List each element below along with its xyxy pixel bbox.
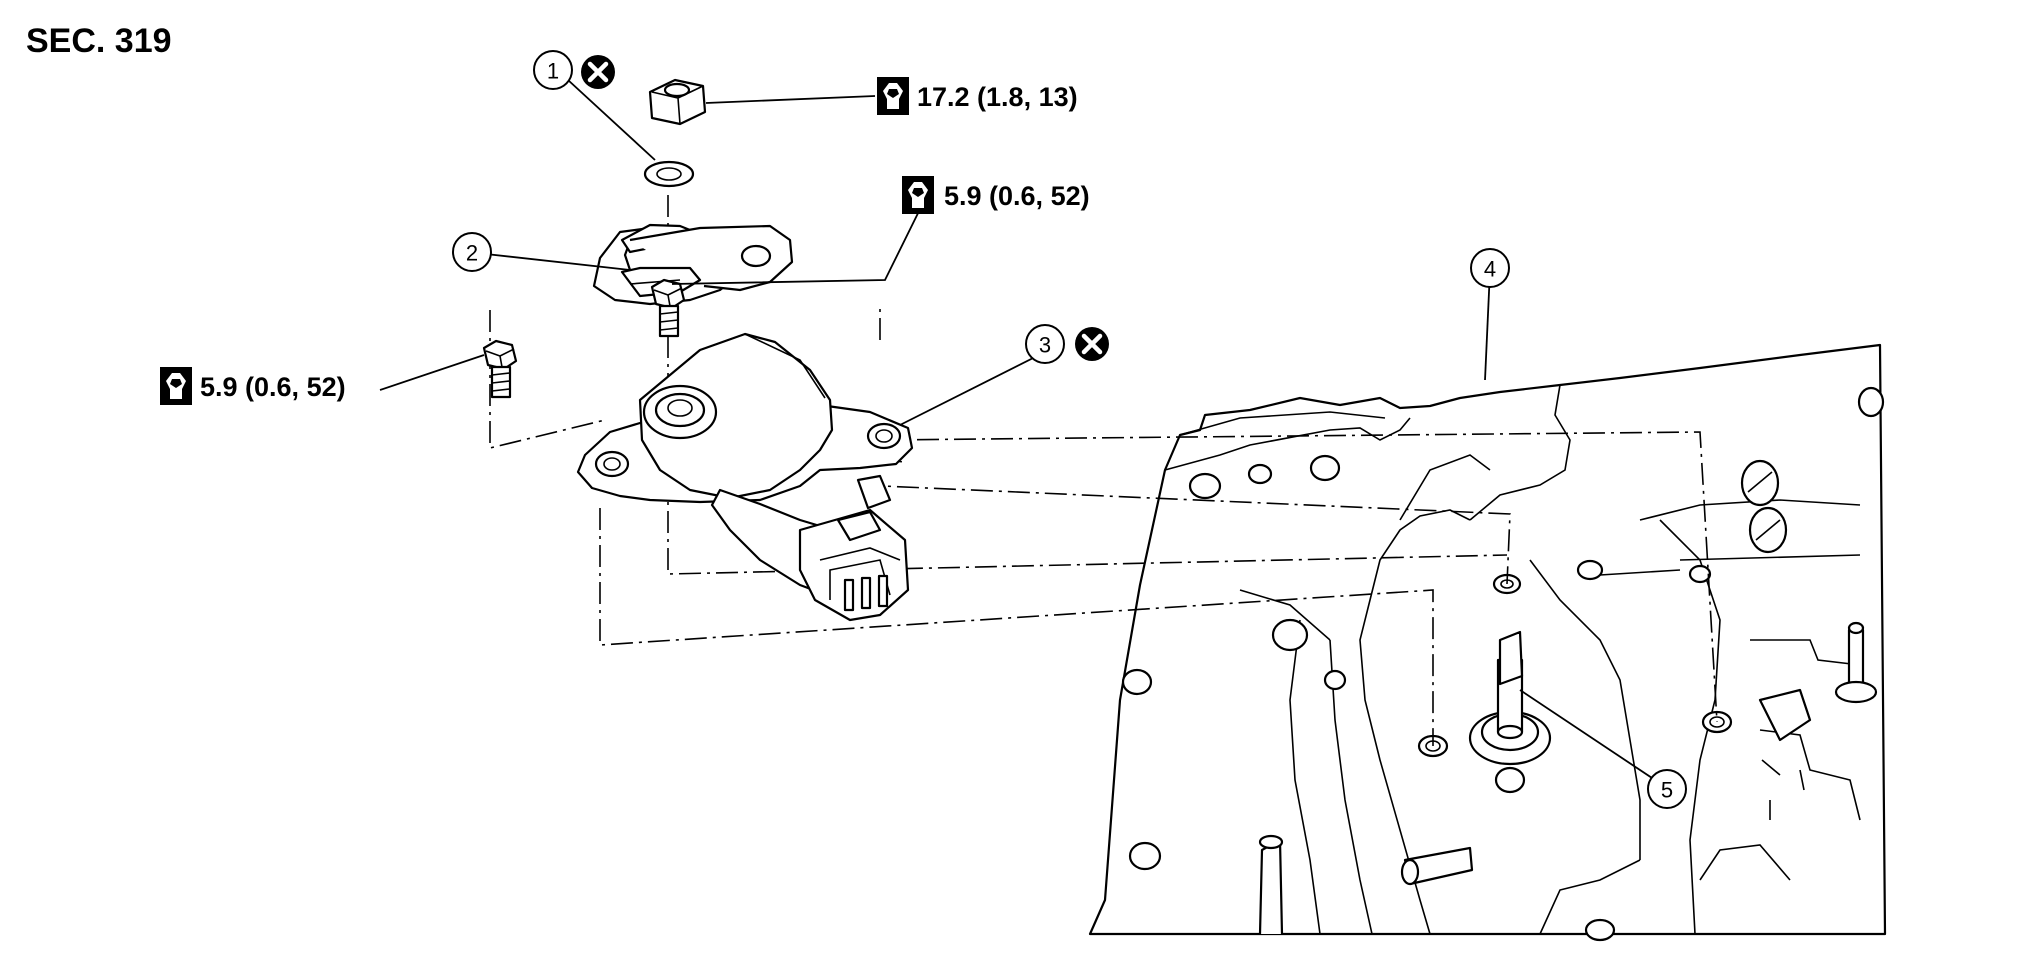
callout-4: 4 xyxy=(1470,248,1510,288)
do-not-reuse-icon xyxy=(1075,327,1109,361)
torque-wrench-icon xyxy=(160,367,192,405)
torque-wrench-icon xyxy=(877,77,909,115)
callout-1: 1 xyxy=(533,50,615,89)
callout-5: 5 xyxy=(1647,769,1687,809)
callout-4-label: 4 xyxy=(1484,257,1496,282)
manual-lever xyxy=(592,223,794,306)
bolt-left xyxy=(482,339,518,399)
torque-value-nut: 17.2 (1.8, 13) xyxy=(917,82,1078,112)
callout-1-label: 1 xyxy=(547,59,559,84)
torque-wrench-icon xyxy=(902,176,934,214)
callout-3: 3 xyxy=(1025,324,1109,364)
torque-value-bolt-right: 5.9 (0.6, 52) xyxy=(944,181,1090,211)
torque-value-bolt-left: 5.9 (0.6, 52) xyxy=(200,372,346,402)
callout-5-label: 5 xyxy=(1661,778,1673,803)
bolt-right xyxy=(650,278,686,338)
callout-2: 2 xyxy=(452,232,492,272)
nut xyxy=(648,78,707,126)
callout-2-label: 2 xyxy=(466,241,478,266)
washer xyxy=(643,160,695,188)
torque-spec-nut: 17.2 (1.8, 13) xyxy=(877,77,1078,115)
pnp-switch xyxy=(576,332,914,622)
torque-spec-bolt-left: 5.9 (0.6, 52) xyxy=(160,367,346,405)
section-label: SEC. 319 xyxy=(26,22,172,60)
do-not-reuse-icon xyxy=(581,55,615,89)
callout-3-label: 3 xyxy=(1039,333,1051,358)
torque-spec-bolt-right: 5.9 (0.6, 52) xyxy=(902,176,1090,214)
